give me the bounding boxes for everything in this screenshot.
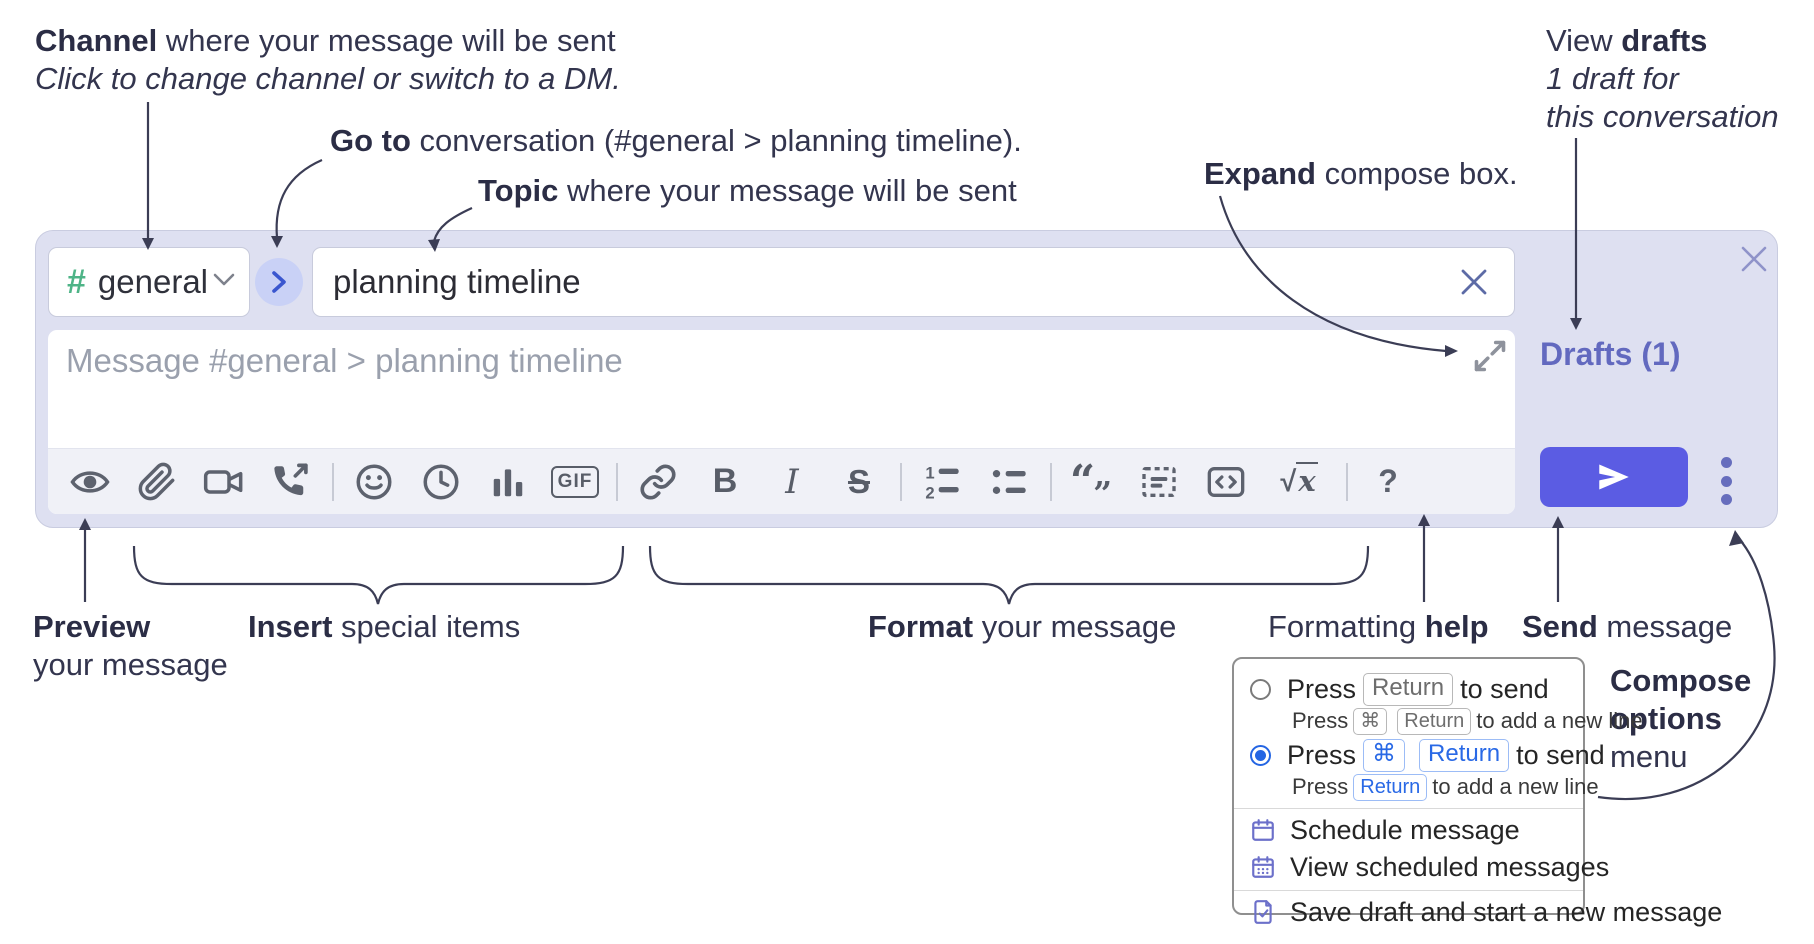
schedule-message-item[interactable]: Schedule message bbox=[1250, 815, 1567, 846]
attach-file-icon[interactable] bbox=[135, 460, 179, 504]
spoiler-icon[interactable] bbox=[1137, 460, 1181, 504]
poll-icon[interactable] bbox=[486, 460, 530, 504]
channel-annotation: Channel where your message will be sent … bbox=[35, 23, 621, 96]
close-compose-icon[interactable] bbox=[1738, 243, 1770, 275]
gif-icon[interactable]: GIF bbox=[550, 460, 600, 504]
toolbar-divider bbox=[1050, 462, 1052, 501]
bold-icon[interactable]: B bbox=[712, 462, 738, 500]
send-plane-icon bbox=[1599, 464, 1629, 490]
italic-icon[interactable]: I bbox=[785, 461, 799, 502]
radio-selected[interactable] bbox=[1250, 744, 1271, 766]
topic-input[interactable] bbox=[312, 247, 1515, 317]
send-button[interactable] bbox=[1540, 447, 1688, 507]
view-drafts-annotation: View drafts 1 draft for this conversatio… bbox=[1546, 23, 1779, 134]
quote-icon[interactable]: “” bbox=[1069, 455, 1113, 513]
clear-topic-icon[interactable] bbox=[1458, 266, 1490, 298]
math-icon[interactable]: √x bbox=[1280, 462, 1318, 498]
calendar-icon bbox=[1252, 819, 1274, 841]
audio-call-icon[interactable] bbox=[269, 460, 313, 504]
expand-compose-icon[interactable] bbox=[1472, 338, 1508, 374]
popup-divider bbox=[1234, 889, 1583, 891]
svg-text:2: 2 bbox=[925, 483, 934, 501]
svg-text:1: 1 bbox=[925, 463, 934, 482]
send-annotation: Send message bbox=[1522, 609, 1733, 644]
radio-unselected[interactable] bbox=[1250, 678, 1271, 700]
chevron-right-icon bbox=[272, 271, 286, 293]
link-icon[interactable] bbox=[636, 460, 680, 504]
compose-options-menu-button[interactable] bbox=[1712, 457, 1740, 505]
popup-divider bbox=[1234, 807, 1583, 809]
goto-annotation: Go to conversation (#general > planning … bbox=[330, 123, 1022, 158]
channel-name: general bbox=[97, 263, 209, 300]
channel-hash-icon: # bbox=[67, 262, 86, 301]
calendar-dots-icon bbox=[1252, 856, 1274, 878]
formatting-help-annotation: Formatting help bbox=[1268, 609, 1489, 644]
channel-selector[interactable]: # general bbox=[48, 247, 250, 317]
video-call-icon[interactable] bbox=[202, 460, 246, 504]
time-icon[interactable] bbox=[419, 460, 463, 504]
drafts-link[interactable]: Drafts (1) bbox=[1540, 336, 1681, 372]
topic-annotation: Topic where your message will be sent bbox=[478, 173, 1017, 208]
strikethrough-icon[interactable]: S bbox=[847, 462, 870, 500]
view-scheduled-messages-item[interactable]: View scheduled messages bbox=[1250, 852, 1609, 883]
emoji-icon[interactable] bbox=[352, 460, 396, 504]
bulleted-list-icon[interactable] bbox=[987, 460, 1031, 504]
format-annotation: Format your message bbox=[868, 609, 1177, 644]
expand-annotation: Expand compose box. bbox=[1204, 156, 1518, 191]
toolbar-divider bbox=[616, 462, 618, 501]
toolbar-divider bbox=[332, 462, 334, 501]
draft-note-icon bbox=[1254, 900, 1272, 925]
toolbar-divider bbox=[900, 462, 902, 501]
toolbar-divider bbox=[1346, 462, 1348, 501]
chevron-down-icon bbox=[213, 272, 235, 292]
code-icon[interactable] bbox=[1204, 460, 1248, 504]
message-input[interactable] bbox=[48, 330, 1515, 448]
preview-annotation: Preview your message bbox=[33, 609, 228, 682]
message-formatting-help-icon[interactable]: ? bbox=[1378, 463, 1398, 499]
go-to-conversation-button[interactable] bbox=[255, 258, 303, 306]
insert-annotation: Insert special items bbox=[248, 609, 521, 644]
preview-icon[interactable] bbox=[68, 460, 112, 504]
save-draft-item[interactable]: Save draft and start a new message bbox=[1250, 897, 1722, 928]
